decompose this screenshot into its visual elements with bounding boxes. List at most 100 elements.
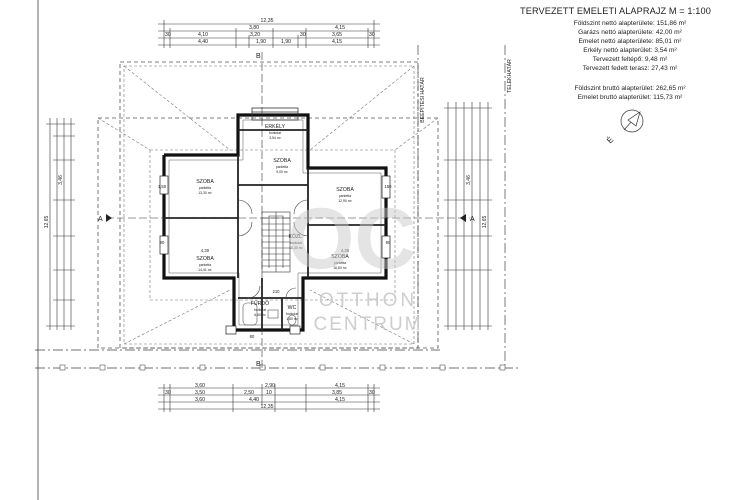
- dim-label: 3,80: [249, 25, 259, 31]
- dim-label: 4,15: [335, 383, 345, 389]
- staircase: [261, 211, 291, 273]
- dim-label: 4,40: [249, 397, 259, 403]
- dim-label: 3,65: [332, 32, 342, 38]
- dim-label: 4,40: [198, 39, 208, 45]
- room-area: 9,00 m²: [276, 170, 288, 174]
- room-area: 13,30 m²: [198, 191, 212, 195]
- room-name: SZOBA: [331, 254, 349, 260]
- room-floor: burkolat: [269, 131, 281, 135]
- area-line: Tervezett fedett terasz: 27,43 m²: [582, 65, 678, 72]
- dim-label: 3,85: [332, 390, 342, 396]
- room-floor: burkolat: [286, 312, 298, 316]
- room-area: 10,30 m²: [289, 246, 303, 250]
- room-name: SZOBA: [336, 187, 354, 193]
- dim-label: 1,50: [158, 184, 167, 189]
- section-b-top-label: B: [256, 53, 261, 60]
- section-b-bottom-label: B: [256, 361, 261, 368]
- watermark: OC OTTHON CENTRUM: [288, 191, 423, 335]
- dim-label: 30: [165, 390, 171, 396]
- room-area: 6,60 m²: [254, 313, 266, 317]
- right-dimension-chain: [444, 102, 492, 330]
- watermark-text-top: OTTHON: [319, 290, 417, 311]
- dim-label: 3,46: [58, 175, 64, 185]
- room-name: ERKÉLY: [265, 123, 286, 130]
- dim-label: 3,46: [466, 175, 472, 185]
- area-line: Garázs nettó alapterülete: 42,00 m²: [578, 29, 682, 36]
- dim-label: 10: [266, 390, 272, 396]
- room-floor: parketta: [334, 261, 346, 265]
- property-line: [35, 45, 520, 369]
- dim-label: 30: [369, 32, 375, 38]
- area-line: Emelet nettó alapterülete: 85,01 m²: [578, 38, 682, 45]
- dim-label: 1,90: [281, 39, 291, 45]
- dim-label: 3,60: [195, 383, 205, 389]
- dim-label: 4,10: [198, 32, 208, 38]
- boundary-markers: [59, 364, 506, 371]
- sanitary-fixtures: [242, 302, 297, 326]
- room-name: WC: [288, 305, 297, 311]
- section-arrows: [106, 214, 466, 222]
- dim-label: 150: [385, 184, 393, 189]
- dim-left-total: 12,65: [44, 216, 50, 229]
- building-line-label: BEÉPÍTÉSI HATÁR: [419, 77, 426, 123]
- north-arrow-icon: [620, 109, 644, 133]
- room-name: SZOBA: [196, 256, 214, 262]
- watermark-monogram: OC: [288, 191, 417, 287]
- balcony-railing: [251, 107, 299, 121]
- section-a-left-label: A: [98, 216, 103, 223]
- property-line-label: TELEKHATÁR: [506, 59, 513, 93]
- north-label: É: [605, 135, 615, 145]
- gross-area-line: Emelet bruttó alapterület: 115,73 m²: [577, 94, 683, 101]
- room-area: 1,80 m²: [286, 317, 298, 321]
- room-area: 12,90 m²: [338, 199, 352, 203]
- dim-top-total: 12,35: [261, 18, 274, 24]
- building-boundary: [97, 61, 439, 349]
- windows: [159, 175, 391, 335]
- section-a-right-label: A: [470, 216, 475, 223]
- room-floor: burkolat: [290, 241, 302, 245]
- drawing-title: TERVEZETT EMELETI ALAPRAJZ M = 1:100: [520, 6, 711, 16]
- dim-label: 4,35: [341, 248, 350, 253]
- room-name: FÜRDŐ: [251, 300, 269, 307]
- roof-outline: [97, 65, 439, 345]
- dim-label: 90: [386, 240, 391, 245]
- room-area: 16,84 m²: [333, 266, 347, 270]
- area-line: Erkély nettó alapterület: 3,54 m²: [583, 47, 677, 54]
- area-line: Földszint nettó alapterülete: 151,86 m²: [573, 20, 687, 27]
- dim-label: 30: [165, 32, 171, 38]
- room-floor: parketta: [276, 165, 288, 169]
- dim-label: 3,60: [195, 397, 205, 403]
- exterior-walls: [162, 113, 388, 332]
- dim-label: 3,20: [250, 32, 260, 38]
- room-name: KÖZL.: [289, 233, 304, 240]
- dim-label: 4,15: [335, 25, 345, 31]
- doors: [237, 199, 309, 299]
- room-name: SZOBA: [273, 158, 291, 164]
- gross-area-line: Földszint bruttó alapterület: 262,65 m²: [574, 85, 686, 92]
- dim-label: 210: [273, 289, 281, 294]
- watermark-text-bottom: CENTRUM: [314, 314, 423, 335]
- room-area: 14,41 m²: [198, 268, 212, 272]
- dim-label: 30: [300, 32, 306, 38]
- dim-label: 30: [369, 390, 375, 396]
- room-floor: parketta: [199, 263, 211, 267]
- dim-label: 1,90: [256, 39, 266, 45]
- left-dimension-chain: [46, 118, 75, 330]
- room-name: SZOBA: [196, 179, 214, 185]
- area-line: Tervezett feltépő: 9,48 m²: [592, 56, 668, 63]
- room-area: 3,54 m²: [269, 136, 281, 140]
- dim-label: 90: [160, 240, 165, 245]
- top-dimension-chain: [158, 20, 380, 48]
- wall-hatch: [168, 119, 382, 326]
- dim-label: 2,50: [244, 390, 254, 396]
- room-floor: parketta: [339, 194, 351, 198]
- dim-bottom-total: 12,35: [261, 404, 274, 410]
- room-floor: parketta: [199, 186, 211, 190]
- dim-label: 2,90: [265, 383, 275, 389]
- dim-label: 4,30: [201, 248, 210, 253]
- room-floor: burkolat: [254, 308, 266, 312]
- dim-label: 4,15: [335, 397, 345, 403]
- dim-right-total: 12,65: [482, 216, 488, 229]
- dim-label: 3,50: [195, 390, 205, 396]
